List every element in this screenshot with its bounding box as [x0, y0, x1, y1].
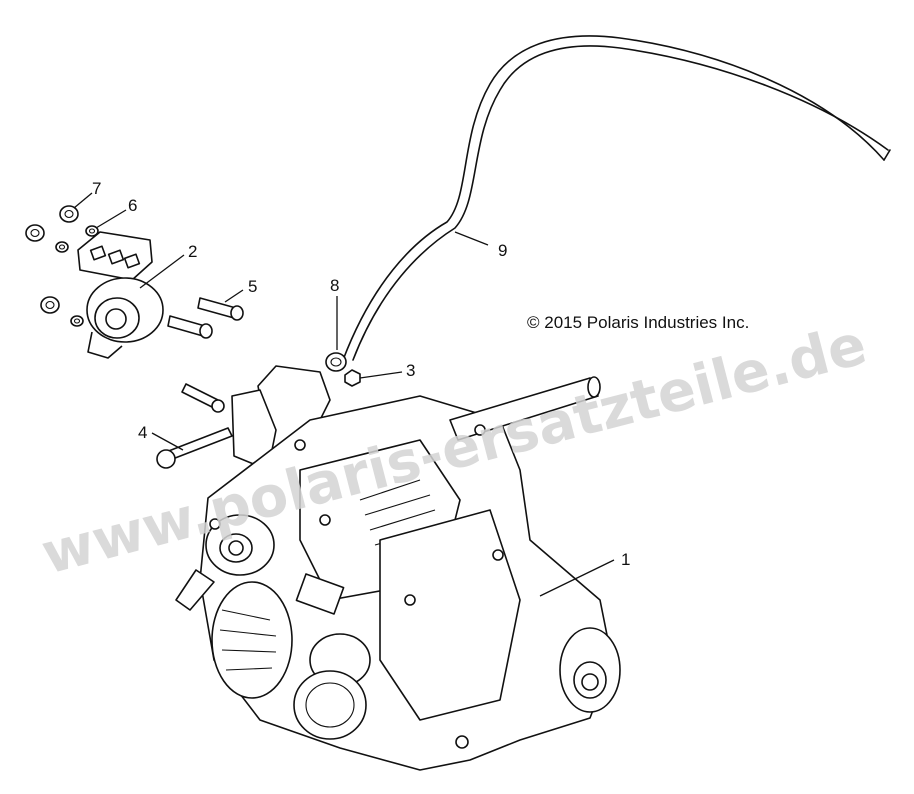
mount-nuts	[25, 205, 99, 327]
callout-6: 6	[128, 196, 137, 215]
transmission-assembly	[175, 365, 621, 771]
callout-2: 2	[188, 242, 197, 261]
callout-3: 3	[406, 361, 415, 380]
callout-4: 4	[138, 423, 147, 442]
callout-1: 1	[621, 550, 630, 569]
washer-and-nut	[325, 352, 361, 387]
callout-8: 8	[330, 276, 339, 295]
callout-7: 7	[92, 179, 101, 198]
leader-lines	[73, 192, 615, 597]
callout-9: 9	[498, 241, 507, 260]
copyright-text: © 2015 Polaris Industries Inc.	[527, 313, 749, 332]
vent-hose	[342, 35, 891, 361]
mount-bracket-assembly	[77, 231, 164, 359]
callout-5: 5	[248, 277, 257, 296]
bolts	[156, 297, 244, 469]
